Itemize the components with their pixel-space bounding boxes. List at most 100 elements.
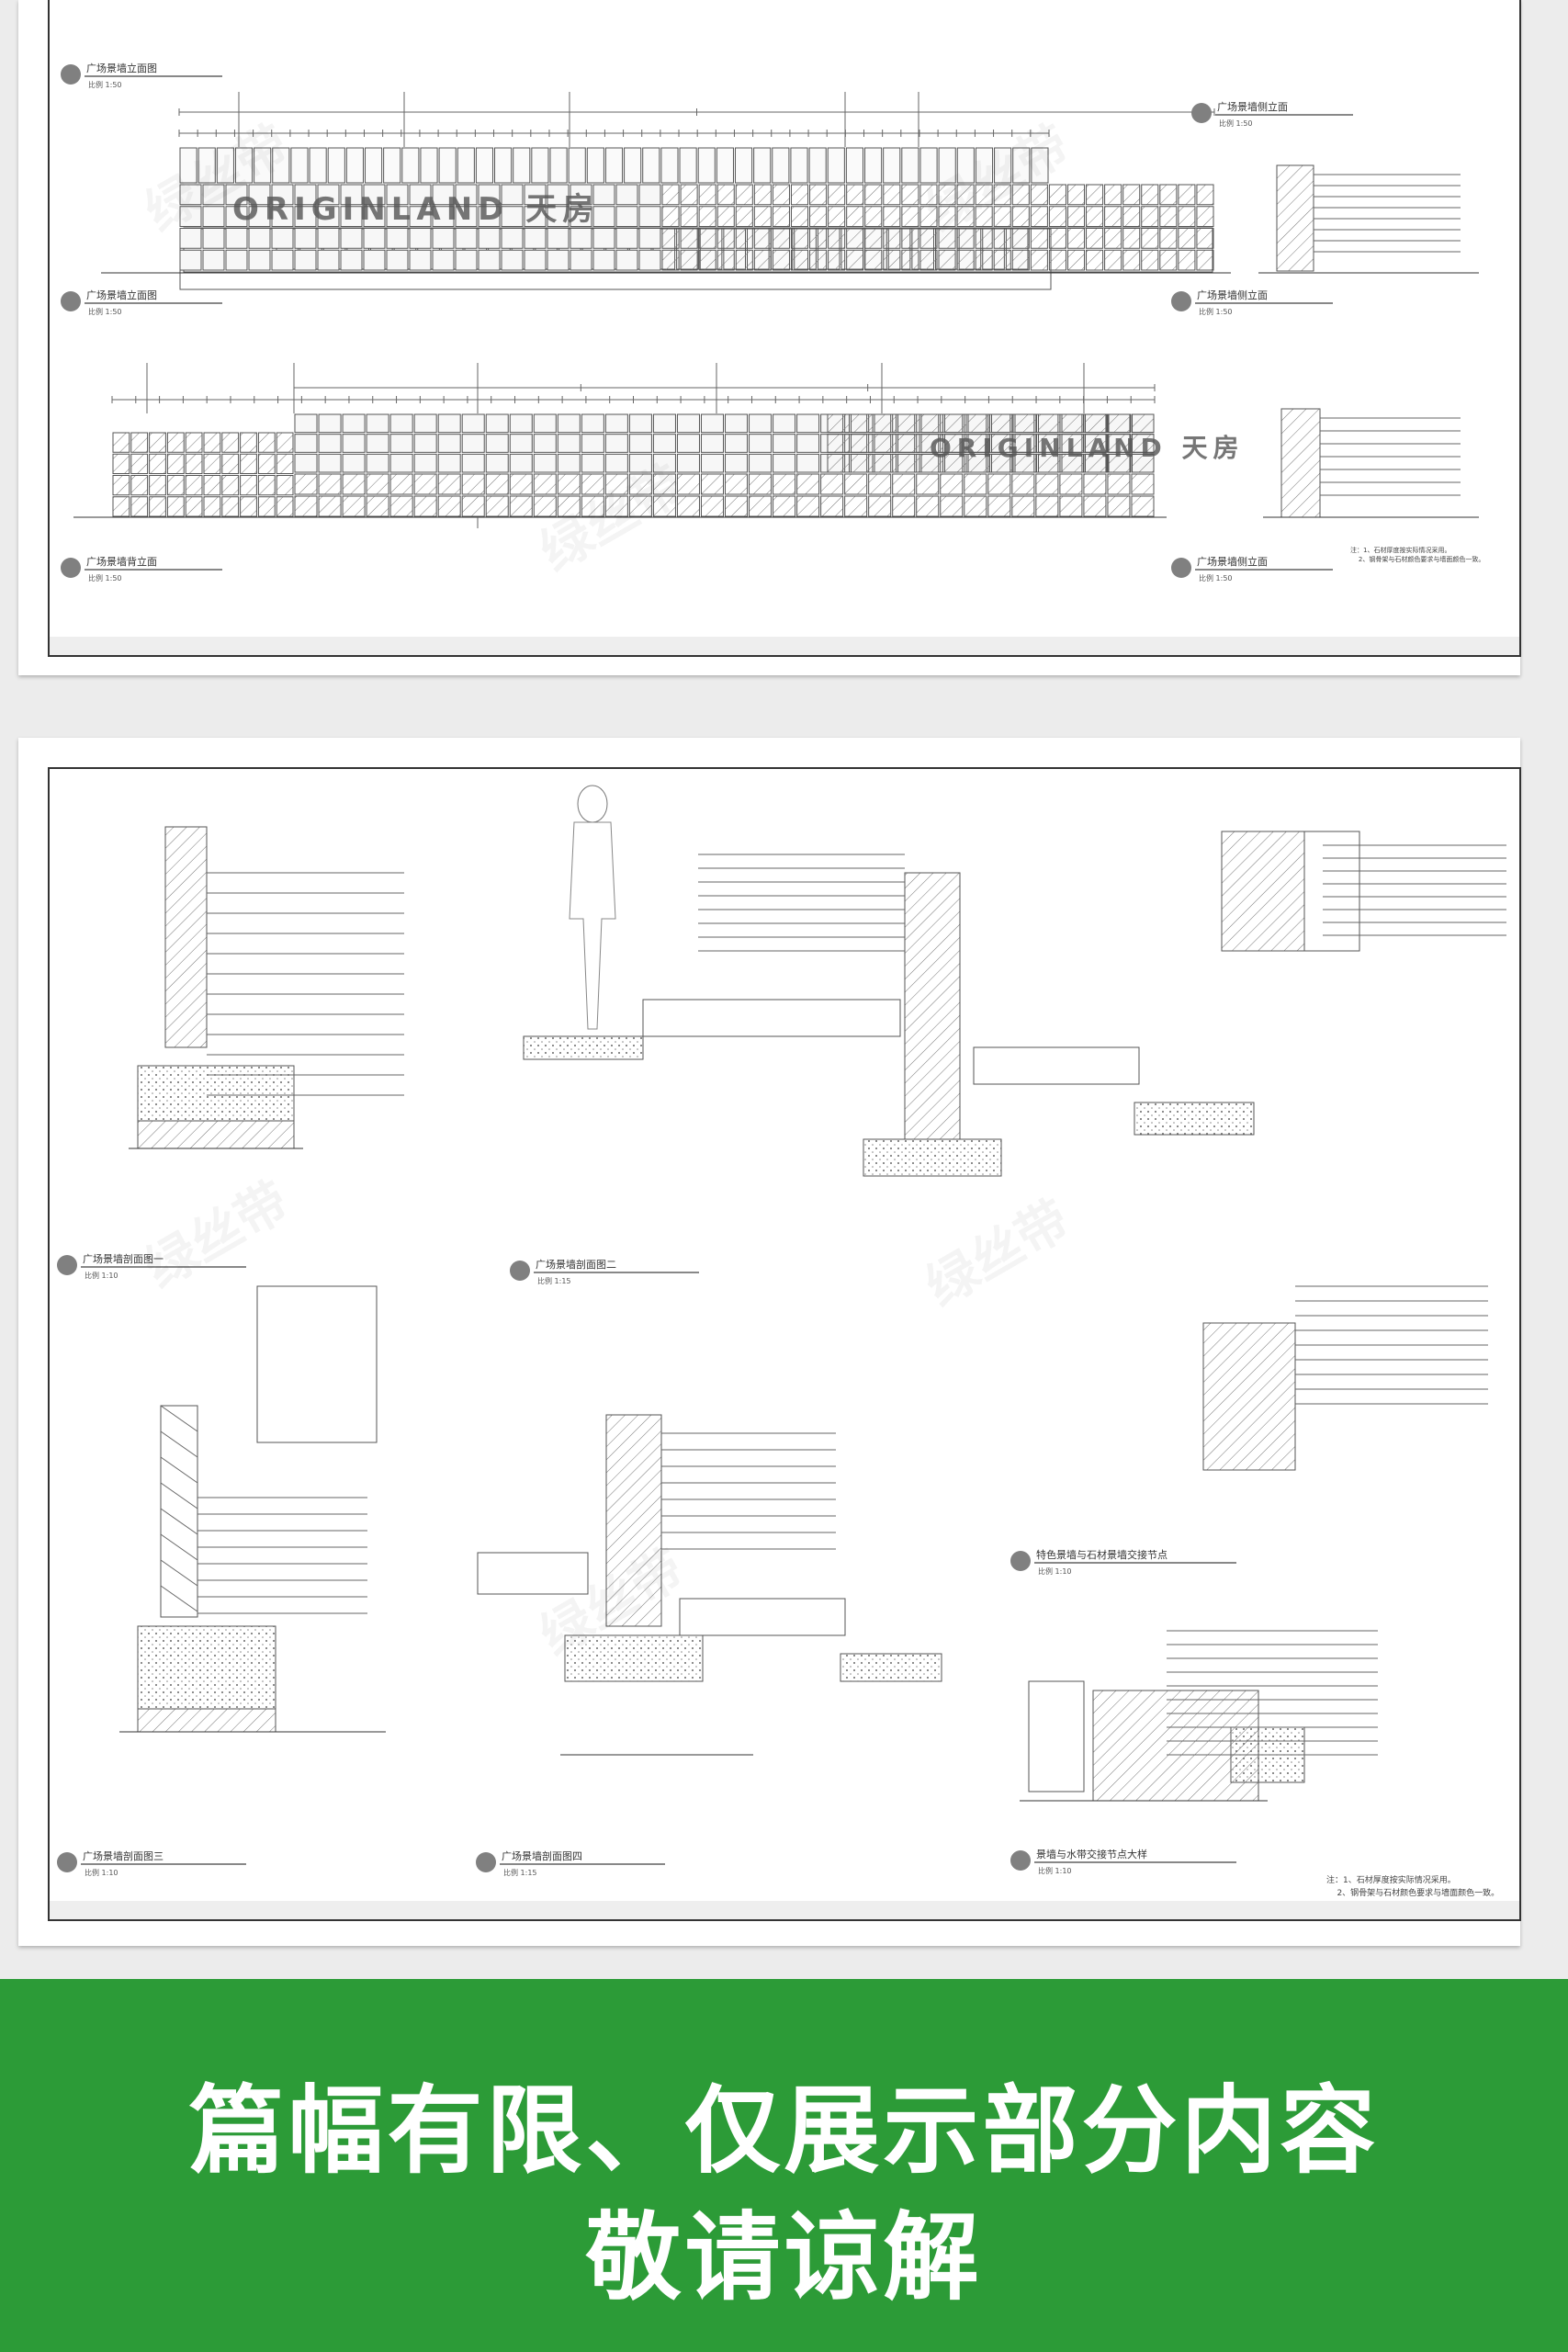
wall-tile <box>991 434 1014 453</box>
wall-tile <box>938 249 956 271</box>
wall-tile <box>1159 228 1178 249</box>
wall-tile <box>1030 184 1048 206</box>
wall-tile <box>892 473 916 495</box>
wall-tile <box>432 249 455 271</box>
wall-tile <box>437 413 461 434</box>
wall-tile <box>364 147 383 184</box>
wall-tile <box>1038 434 1061 453</box>
plan-detail <box>256 1285 378 1443</box>
wall-tile <box>1011 184 1030 206</box>
wall-tile <box>938 184 956 206</box>
stone-wall-section <box>1202 1322 1296 1471</box>
wall-tile <box>409 206 432 227</box>
wall-tile <box>366 495 389 517</box>
wall-tile <box>533 413 557 434</box>
wall-tile <box>1086 184 1104 206</box>
wall-tile <box>112 432 130 453</box>
wall-tile <box>1066 249 1086 271</box>
wall-tile <box>225 184 248 206</box>
wall-tile <box>1011 249 1030 271</box>
wall-tile <box>485 473 509 495</box>
wall-tile <box>485 434 509 453</box>
wall-tile <box>1141 184 1159 206</box>
wall-tile <box>248 228 271 249</box>
wall-joint <box>1303 831 1360 952</box>
wall-tile <box>386 249 409 271</box>
wall-tile <box>461 413 485 434</box>
wall-tile <box>1108 453 1131 473</box>
wall-tile <box>773 453 796 473</box>
wall-tile <box>868 495 892 517</box>
wall-tile <box>592 206 615 227</box>
wall-tile <box>524 249 547 271</box>
wall-tile <box>509 413 533 434</box>
wall-tile <box>919 184 938 206</box>
wall-tile <box>581 434 604 453</box>
wall-tile <box>1059 495 1083 517</box>
wall-tile <box>179 206 202 227</box>
wall-tile <box>185 432 203 453</box>
wall-tile <box>202 228 225 249</box>
title-scale: 比例 1:50 <box>88 574 122 582</box>
wall-tile <box>940 473 964 495</box>
wall-tile <box>592 184 615 206</box>
title-marker <box>57 1255 77 1275</box>
wall-tile <box>1085 413 1108 434</box>
wall-tile <box>438 147 457 184</box>
wall-tile <box>897 434 920 453</box>
wall-tile <box>967 413 990 434</box>
wall-tile <box>864 184 883 206</box>
wall-tile <box>166 475 185 496</box>
frame-strip <box>50 637 1519 655</box>
wall-tile <box>1085 453 1108 473</box>
wall-tile <box>956 184 975 206</box>
wall-tile <box>1011 495 1035 517</box>
wall-tile <box>749 473 773 495</box>
wall-logo-text: ORIGINLAND 天房 <box>232 191 600 228</box>
wall-tile <box>844 495 868 517</box>
wall-tile <box>790 147 808 184</box>
wall-tile <box>475 147 494 184</box>
wall-tile <box>944 434 967 453</box>
wall-tile <box>916 495 940 517</box>
wall-tile <box>432 184 455 206</box>
wall-tile <box>964 495 987 517</box>
title-text: 广场景墙背立面 <box>86 556 157 568</box>
wall-tile <box>179 249 202 271</box>
wall-tile <box>897 453 920 473</box>
wall-tile <box>604 147 624 184</box>
wall-tile <box>1132 413 1155 434</box>
wall-tile <box>317 206 340 227</box>
wall-tile <box>389 495 413 517</box>
wall-tile <box>1122 228 1141 249</box>
wall-tile <box>1048 206 1066 227</box>
wall-tile <box>221 453 240 474</box>
wall-tile <box>975 249 993 271</box>
wall-tile <box>827 453 850 473</box>
concrete-footing <box>137 1065 295 1122</box>
title-marker <box>510 1261 530 1281</box>
wall-tile <box>676 495 700 517</box>
wall-tile <box>1030 228 1048 249</box>
wall-tile <box>638 249 661 271</box>
title-text: 广场景墙立面图 <box>86 289 157 301</box>
planter-shrubs <box>973 1046 1140 1085</box>
wall-tile <box>753 228 772 249</box>
wall-tile <box>790 206 809 227</box>
planter-shrubs <box>477 1552 589 1595</box>
wall-tile <box>409 184 432 206</box>
wall-tile <box>457 147 475 184</box>
wall-tile <box>309 147 327 184</box>
wall-tile <box>676 434 700 453</box>
wall-footing <box>564 1634 704 1682</box>
wall-tile <box>897 413 920 434</box>
wall-tile <box>844 473 868 495</box>
wall-tile <box>846 228 864 249</box>
wall-tile <box>455 206 478 227</box>
wall-tile <box>1131 495 1155 517</box>
drawing-notes: 注：1、石材厚度按实际情况采用。 2、钢骨架与石材颜色要求与墙面颜色一致。 <box>1326 1876 1500 1898</box>
wall-tile <box>179 228 202 249</box>
steel-brace <box>160 1456 198 1484</box>
wall-tile <box>294 184 317 206</box>
wall-tile <box>437 453 461 473</box>
